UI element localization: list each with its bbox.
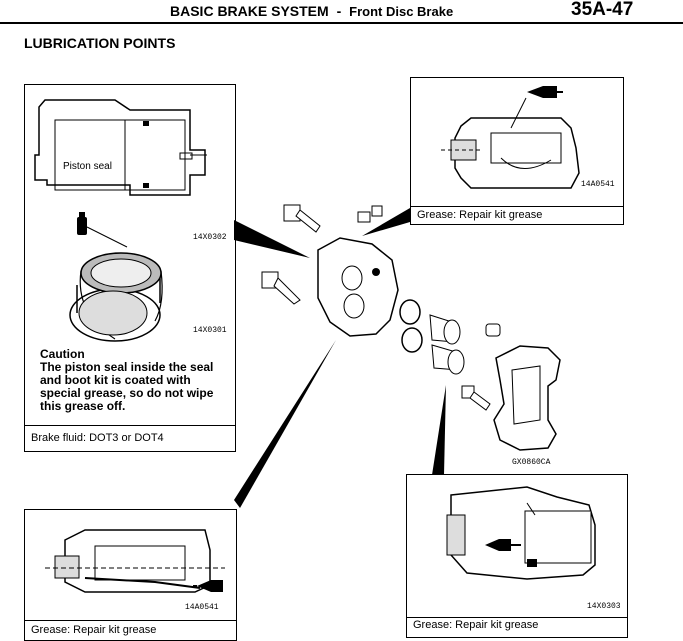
figure-code: 14X0303 [587, 602, 621, 611]
figure-code-bottom: 14X0301 [193, 326, 227, 335]
caption-rule [25, 425, 235, 426]
figure-code: 14A0541 [581, 180, 615, 189]
panel-top-right-grease: 14A0541 Grease: Repair kit grease [410, 77, 624, 225]
header-rule [0, 22, 683, 24]
page-number: 35A-47 [571, 0, 634, 20]
leader-line [86, 226, 128, 248]
guide-pin-illustration [283, 204, 321, 233]
grease-caption: Grease: Repair kit grease [413, 619, 539, 631]
mounting-bolt-illustration [461, 385, 491, 411]
caution-title: Caution [40, 347, 85, 361]
caliper-sectional-illustration [45, 529, 225, 593]
caliper-cross-section-illustration [34, 99, 207, 196]
caption-rule [411, 206, 623, 207]
header-title: BASIC BRAKE SYSTEM [170, 3, 329, 19]
bleeder-screw-illustration [357, 205, 383, 223]
caption-rule [407, 617, 627, 618]
caliper-bracket-illustration [493, 345, 561, 451]
panel-bottom-right-grease: 14X0303 Grease: Repair kit grease [406, 474, 628, 638]
figure-code-top: 14X0302 [193, 233, 227, 242]
caution-note: Caution The piston seal inside the seal … [40, 348, 225, 413]
header-subtitle: Front Disc Brake [349, 4, 454, 19]
guide-pin-illustration [261, 271, 301, 305]
header-title-line: BASIC BRAKE SYSTEM - Front Disc Brake [170, 3, 453, 19]
section-title: LUBRICATION POINTS [24, 35, 176, 51]
caliper-body-illustration [317, 237, 399, 337]
header-separator: - [336, 3, 342, 19]
pin-boot-illustration [485, 323, 501, 337]
piston-and-seal-illustration [399, 299, 465, 375]
piston-seal-label: Piston seal [63, 161, 112, 172]
panel-bottom-left-grease: 14A0541 Grease: Repair kit grease [24, 509, 237, 641]
grease-caption: Grease: Repair kit grease [417, 209, 543, 221]
brake-fluid-caption: Brake fluid: DOT3 or DOT4 [31, 432, 164, 444]
panel-piston-seal: Piston seal 14X0302 14X0301 Brake fluid:… [24, 84, 236, 452]
grease-tube-icon [527, 86, 563, 98]
grease-tube-icon [77, 212, 87, 235]
caution-text: The piston seal inside the seal and boot… [40, 360, 214, 413]
grease-tube-icon [193, 580, 223, 592]
center-figure-code: GX0860CA [512, 458, 551, 467]
figure-code: 14A0541 [185, 603, 219, 612]
grease-tube-icon [485, 539, 521, 551]
caliper-sectional-illustration [446, 486, 596, 580]
page-header: BASIC BRAKE SYSTEM - Front Disc Brake 35… [0, 0, 683, 26]
caption-rule [25, 620, 236, 621]
caliper-sectional-illustration [441, 97, 580, 189]
grease-caption: Grease: Repair kit grease [31, 624, 157, 636]
piston-seal-ring-illustration [69, 252, 163, 342]
